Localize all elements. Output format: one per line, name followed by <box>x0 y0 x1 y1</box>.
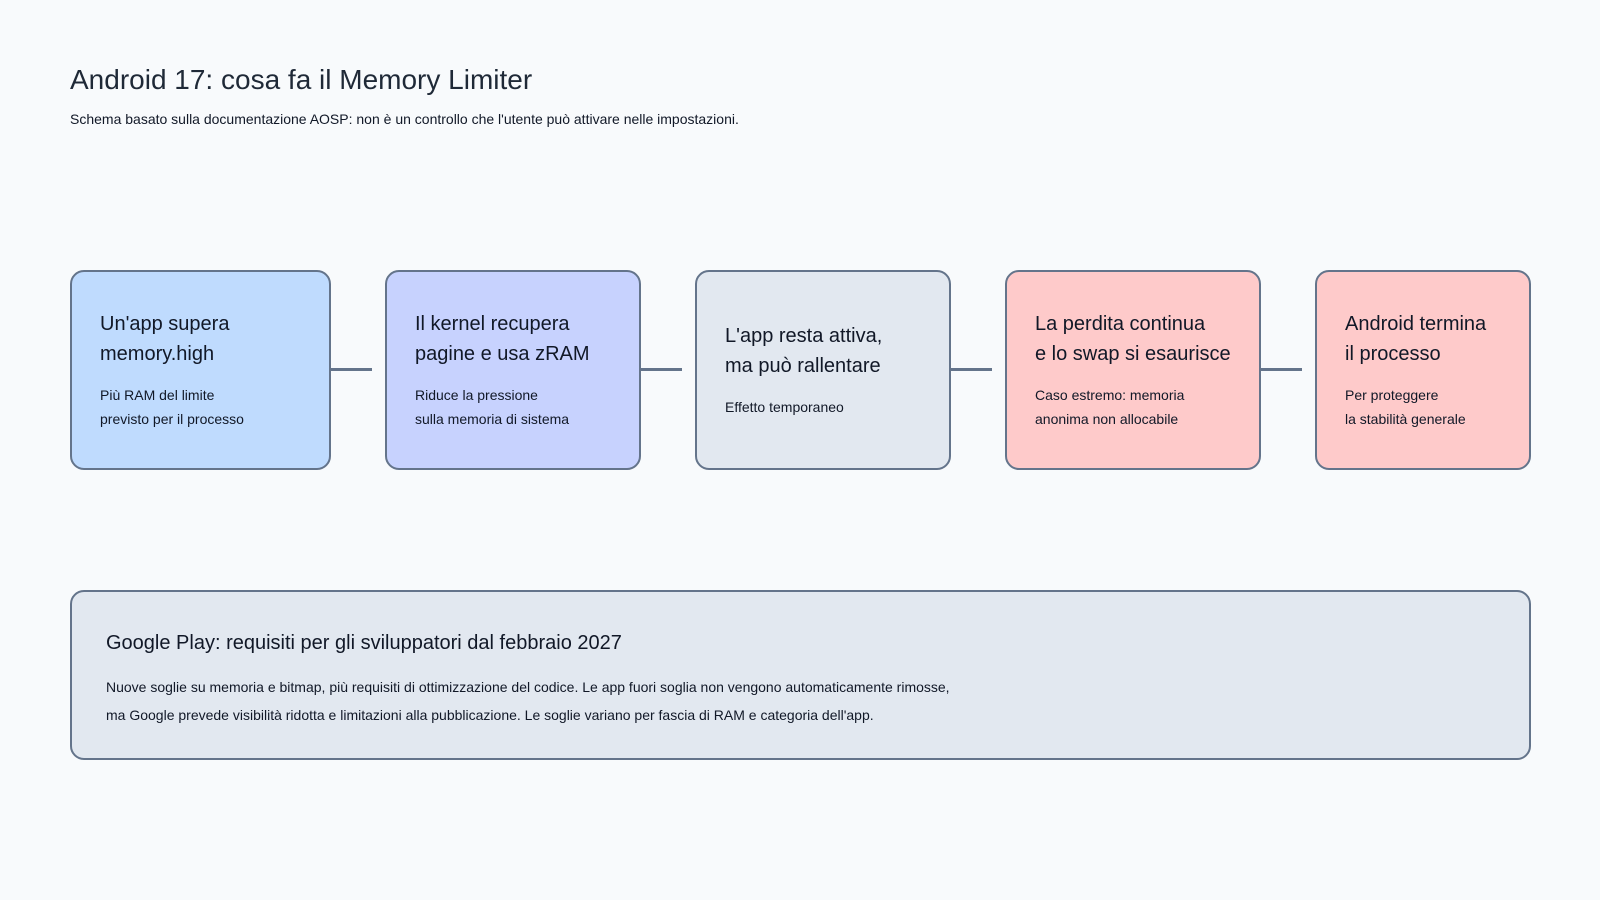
connector-4-5 <box>1260 368 1302 371</box>
step-title: L'app resta attiva, ma può rallentare <box>725 325 883 377</box>
step-title: La perdita continua e lo swap si esauris… <box>1035 313 1231 365</box>
step-description: Caso estremo: memoria anonima non alloca… <box>1035 387 1185 427</box>
step-title: Il kernel recupera pagine e usa zRAM <box>415 313 590 365</box>
step-description: Riduce la pressione sulla memoria di sis… <box>415 387 570 427</box>
note-text: Nuove soglie su memoria e bitmap, più re… <box>106 673 1495 729</box>
connector-3-4 <box>950 368 992 371</box>
step-app-exceeds-limit: Un'app supera memory.high Più RAM del li… <box>70 270 331 470</box>
step-swap-exhausted: La perdita continua e lo swap si esauris… <box>1005 270 1261 470</box>
step-description: Effetto temporaneo <box>725 399 844 415</box>
step-title: Un'app supera memory.high <box>100 313 230 365</box>
page-title: Android 17: cosa fa il Memory Limiter <box>70 64 533 95</box>
step-process-terminated: Android termina il processo Per protegge… <box>1315 270 1531 470</box>
google-play-note: Google Play: requisiti per gli sviluppat… <box>70 590 1531 760</box>
note-line: ma Google prevede visibilità ridotta e l… <box>106 707 874 723</box>
connector-1-2 <box>330 368 372 371</box>
connector-2-3 <box>640 368 682 371</box>
step-description: Più RAM del limite previsto per il proce… <box>100 387 244 427</box>
step-description: Per proteggere la stabilità generale <box>1345 387 1466 427</box>
page-subtitle: Schema basato sulla documentazione AOSP:… <box>70 111 739 127</box>
note-title: Google Play: requisiti per gli sviluppat… <box>106 632 622 654</box>
step-kernel-reclaims: Il kernel recupera pagine e usa zRAM Rid… <box>385 270 641 470</box>
step-app-slows-down: L'app resta attiva, ma può rallentare Ef… <box>695 270 951 470</box>
step-title: Android termina il processo <box>1345 313 1487 365</box>
note-line: Nuove soglie su memoria e bitmap, più re… <box>106 679 950 695</box>
